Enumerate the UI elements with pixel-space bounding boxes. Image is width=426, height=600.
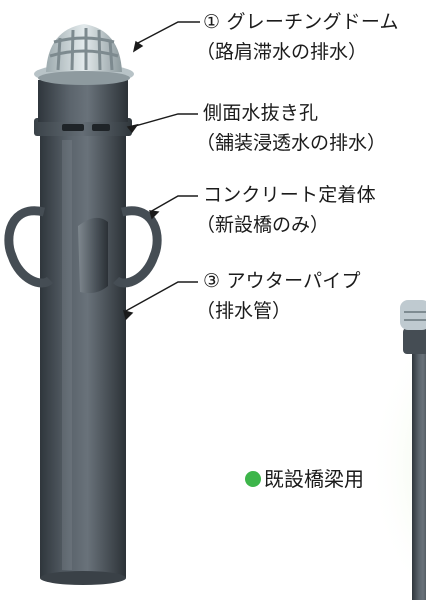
callout-outer-pipe-text: アウターパイプ	[226, 270, 361, 292]
side-drain-hole	[34, 118, 132, 136]
existing-bridge-badge: 既設橋梁用	[245, 466, 364, 492]
callout-side-hole-subtitle: （舗装浸透水の排水）	[196, 132, 387, 154]
callout-outer-pipe-title: ③ アウターパイプ	[203, 269, 361, 293]
background-glow	[245, 280, 426, 600]
callout-dome-text: グレーチングドーム	[226, 11, 399, 33]
callout-dome-subtitle: （路肩滞水の排水）	[196, 41, 368, 63]
outer-pipe-body	[40, 132, 126, 578]
callout-dome-title: ① グレーチングドーム	[203, 10, 399, 34]
callout-anchor-title: コンクリート定着体	[203, 184, 376, 206]
main-pipe	[4, 24, 162, 585]
callout-outer-pipe-number: ③	[203, 270, 221, 292]
callout-side-hole-title: 側面水抜き孔	[203, 102, 319, 124]
second-pipe	[400, 300, 426, 600]
grating-dome	[34, 24, 134, 85]
callout-outer-pipe-subtitle: （排水管）	[196, 300, 292, 322]
badge-label: 既設橋梁用	[264, 467, 364, 491]
callout-dome-number: ①	[203, 11, 221, 33]
concrete-anchor	[4, 206, 162, 294]
leader-lines	[123, 21, 200, 321]
callout-anchor-subtitle: （新設橋のみ）	[196, 214, 330, 236]
green-dot-icon	[245, 471, 261, 487]
